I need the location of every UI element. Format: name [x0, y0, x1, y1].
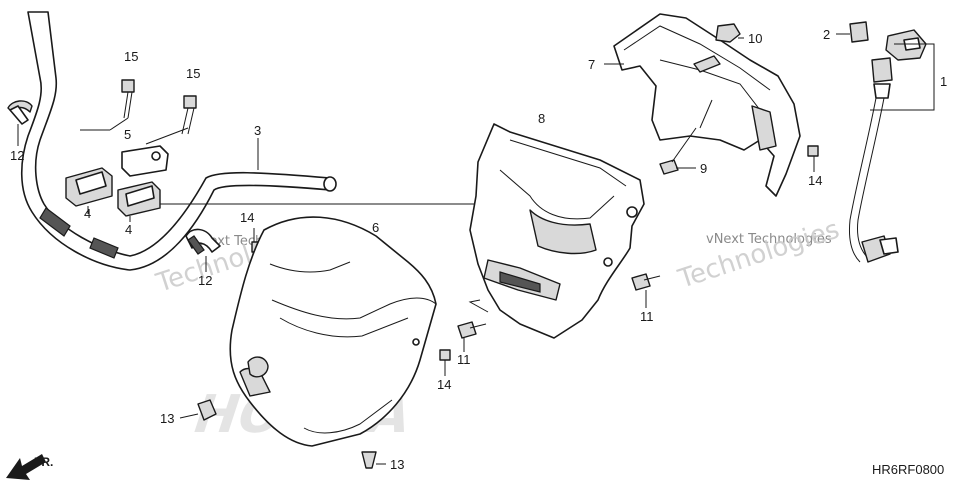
- part-13-clips: [179, 399, 386, 469]
- callout-7: 7: [588, 57, 595, 72]
- part-3-handlebar-pipe: [20, 11, 337, 271]
- front-direction-arrow: FR.: [6, 454, 53, 480]
- front-direction-label: FR.: [34, 455, 53, 469]
- part-2-key-cap: [836, 21, 869, 43]
- callout-labels: 1 2 3 4 4 5 6 7 8 9 10 11 11 12 12 13 13…: [10, 27, 947, 472]
- callout-8: 8: [538, 111, 545, 126]
- callout-11b: 11: [457, 352, 471, 367]
- callout-4b: 4: [125, 222, 132, 237]
- part-7-dashboard-panel: [604, 13, 801, 197]
- callout-3: 3: [254, 123, 261, 138]
- callout-12b: 12: [198, 273, 212, 288]
- callout-12a: 12: [10, 148, 24, 163]
- part-14-screw-right: [807, 145, 819, 172]
- callout-14b: 14: [437, 377, 451, 392]
- callout-4a: 4: [84, 206, 91, 221]
- callout-14a: 14: [240, 210, 254, 225]
- part-10-grommet: [715, 23, 744, 43]
- part-4-upper-holders: [65, 167, 161, 222]
- watermark-text-3: vNext Technologies: [706, 232, 832, 247]
- diagram-code: HR6RF0800: [872, 462, 944, 477]
- part-5-bracket: [121, 145, 169, 177]
- part-9-clip: [659, 99, 713, 175]
- part-1-ignition-switch: [849, 29, 935, 263]
- callout-15a: 15: [124, 49, 138, 64]
- callout-15b: 15: [186, 66, 200, 81]
- part-12-wire-clip-center: [185, 228, 221, 272]
- part-8-inner-housing: [468, 123, 645, 339]
- callout-2: 2: [823, 27, 830, 42]
- callout-1: 1: [940, 74, 947, 89]
- part-14-screw-lower: [439, 349, 451, 376]
- callout-13a: 13: [160, 411, 174, 426]
- callout-5: 5: [124, 127, 131, 142]
- callout-13b: 13: [390, 457, 404, 472]
- part-15-bolts: [121, 79, 197, 135]
- part-11-bolts: [457, 273, 661, 352]
- callout-6: 6: [372, 220, 379, 235]
- part-12-wire-clip-left: [7, 100, 33, 146]
- callout-14c: 14: [808, 173, 822, 188]
- watermark-text-4: Technologies: [674, 215, 843, 295]
- callout-11a: 11: [640, 309, 654, 324]
- callout-9: 9: [700, 161, 707, 176]
- part-6-front-cover: [229, 216, 437, 447]
- callout-10: 10: [748, 31, 762, 46]
